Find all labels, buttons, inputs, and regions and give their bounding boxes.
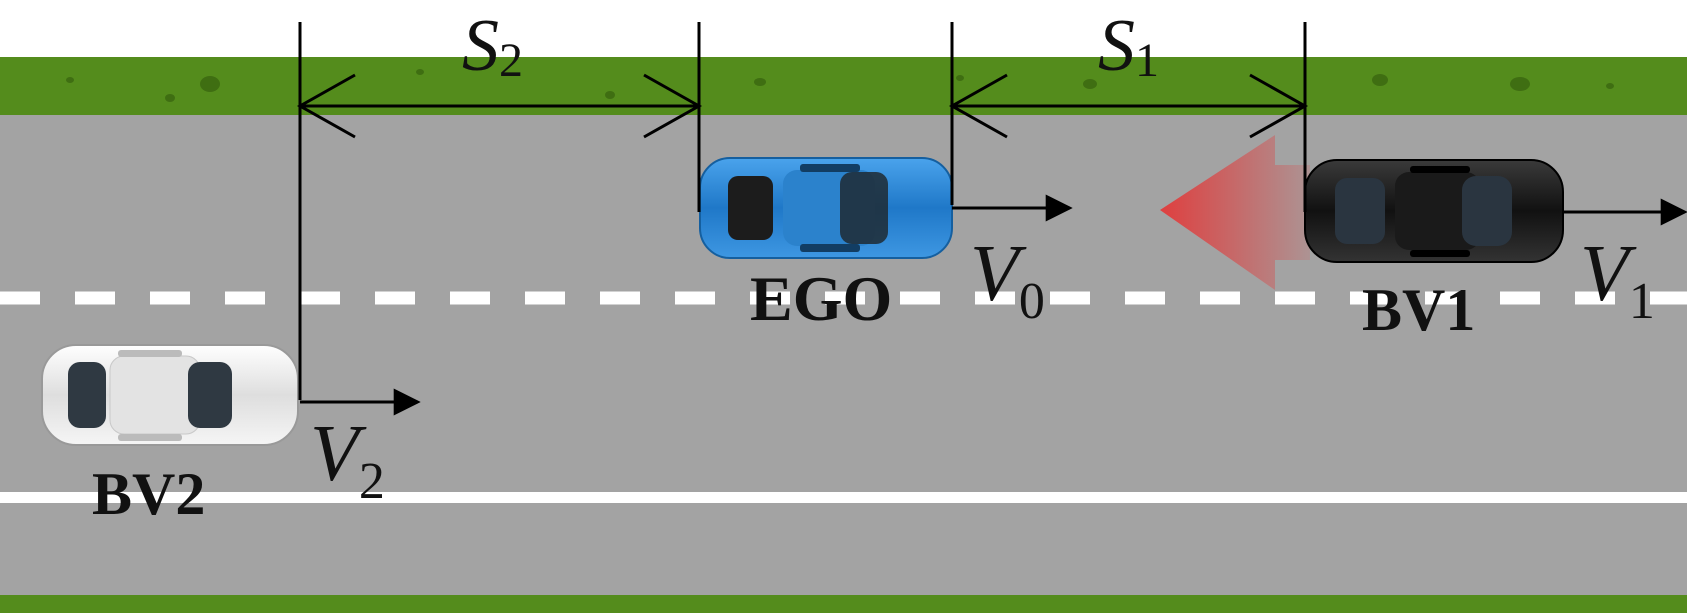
bv1-car [1304,159,1564,263]
distance-s2-dimension [296,73,703,139]
velocity-v1-label: V1 [1580,230,1655,330]
velocity-arrows [300,194,1687,416]
bv1-label: BV1 [1362,277,1475,343]
brake-warning-arrow [1160,135,1310,290]
velocity-v2-label: V2 [310,410,385,510]
bv2-label: BV2 [92,461,205,527]
ego-car [699,157,953,259]
grass-texture [66,69,1614,102]
lane-divider-solid [0,492,1687,503]
distance-s1-label: S1 [1098,5,1159,87]
reference-lines [298,22,1307,400]
grass-top [0,57,1687,115]
ego-label: EGO [750,263,892,334]
bv2-car [41,344,299,446]
velocity-v0-label: V0 [970,230,1045,330]
grass-bottom [0,595,1687,613]
distance-s2-label: S2 [462,5,523,87]
distance-s1-dimension [948,73,1309,139]
